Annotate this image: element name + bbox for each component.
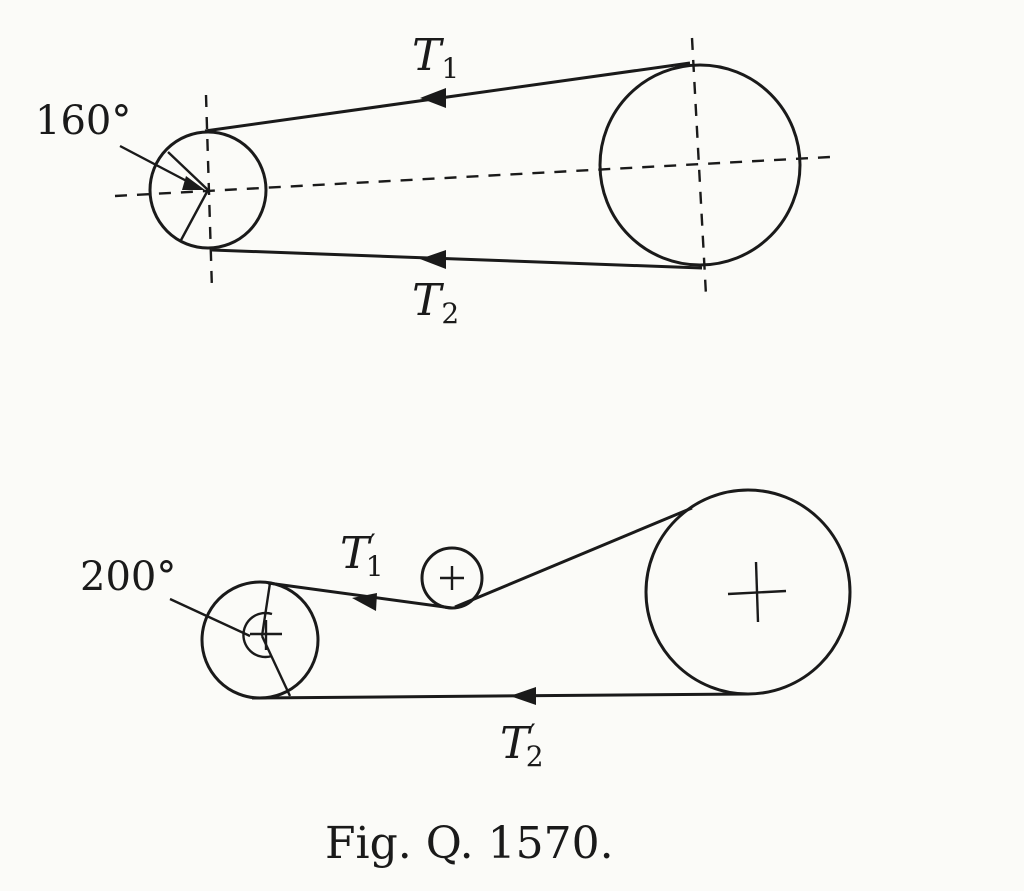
- top-t1-symbol: T: [412, 30, 445, 81]
- top-t1-subscript: 1: [441, 52, 459, 85]
- top-lower-arrow: [420, 250, 446, 269]
- bottom-belt-tight-side-b: [454, 506, 693, 609]
- top-large-pulley-vertical-axis: [690, 37, 708, 296]
- bottom-belt-slack-side: [251, 692, 749, 700]
- top-upper-arrow: [420, 88, 446, 108]
- top-angle-ray-2: [178, 189, 210, 243]
- bottom-small-pulley: [200, 580, 320, 700]
- top-tension-t2-label: T2: [412, 275, 459, 330]
- bottom-upper-arrow: [352, 593, 377, 611]
- bottom-t1-prime: ′: [369, 528, 375, 561]
- bottom-large-cross-v: [754, 561, 760, 623]
- bottom-lower-arrow: [510, 687, 536, 705]
- bottom-tension-t1-prime-label: T′1: [340, 528, 384, 583]
- bottom-angle-ray-2: [260, 635, 292, 697]
- top-center-line: [114, 155, 831, 198]
- top-t2-subscript: 2: [441, 297, 459, 330]
- top-large-pulley: [598, 63, 802, 267]
- top-belt-slack-side: [211, 248, 703, 270]
- bottom-angle-leader: [169, 597, 251, 638]
- top-tension-t1-label: T1: [412, 30, 459, 85]
- bottom-t2-subscript: 2: [526, 740, 544, 773]
- bottom-t2-symbol: T: [500, 718, 533, 769]
- top-belt-tight-side: [204, 61, 691, 133]
- bottom-angle-ray-1: [260, 582, 272, 637]
- bottom-angle-label: 200°: [80, 554, 176, 600]
- top-angle-label: 160°: [35, 98, 131, 144]
- bottom-tension-t2-prime-label: T′2: [500, 718, 544, 773]
- top-angle-ray-1: [167, 151, 209, 191]
- bottom-belt-drive: 200° T′1 T′2: [80, 488, 852, 773]
- bottom-t1-subscript: 1: [366, 550, 384, 583]
- top-angle-arrowhead: [182, 176, 205, 190]
- top-small-pulley-vertical-axis: [204, 94, 214, 291]
- bottom-t1-symbol: T: [340, 528, 373, 579]
- bottom-t2-prime: ′: [529, 718, 535, 751]
- bottom-belt-tight-side-a: [267, 581, 453, 610]
- figure-caption: Fig. Q. 1570.: [325, 818, 614, 869]
- top-belt-drive: 160° T1 T2: [35, 30, 831, 330]
- top-t2-symbol: T: [412, 275, 445, 326]
- bottom-angle-arc: [242, 611, 273, 659]
